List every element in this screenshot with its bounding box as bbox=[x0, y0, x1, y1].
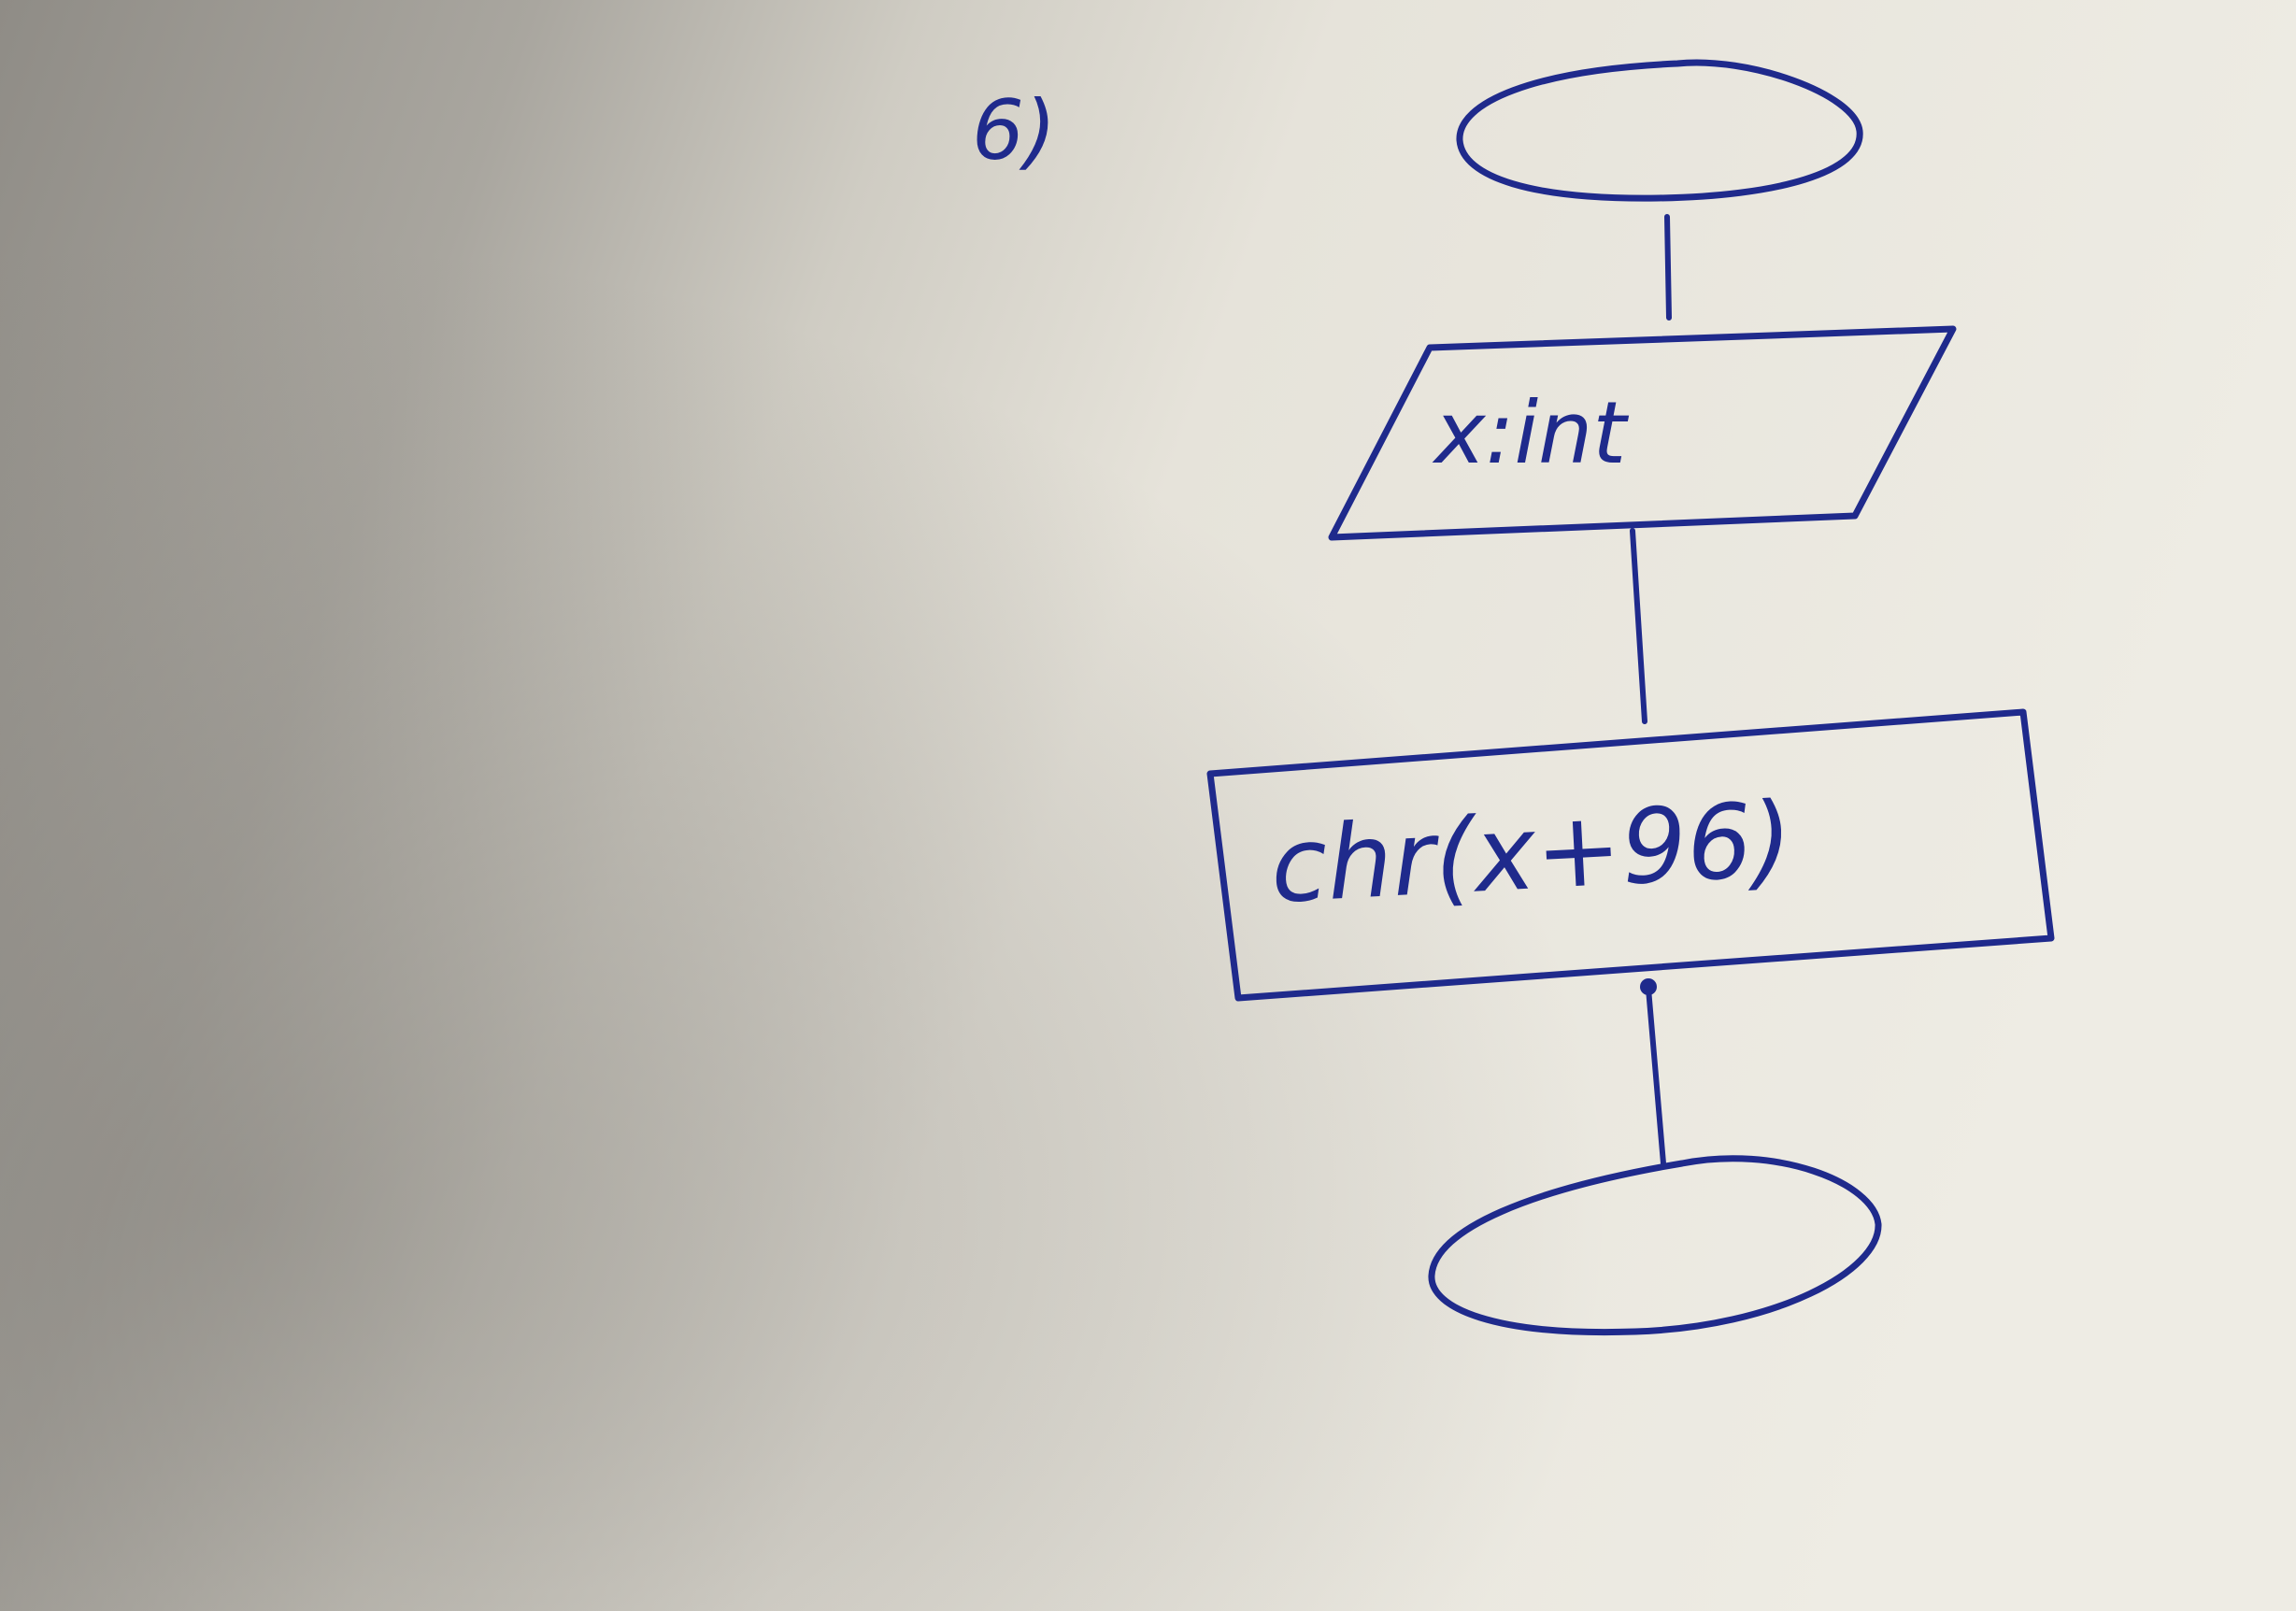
input-box bbox=[1328, 325, 1957, 541]
process-box-label: chr(x+96) bbox=[1268, 779, 1795, 926]
connector-start-to-input bbox=[1664, 214, 1672, 321]
connector-input-to-process bbox=[1630, 528, 1647, 724]
end-terminal bbox=[1428, 1155, 1882, 1336]
process-box bbox=[1206, 708, 2055, 1002]
question-number: 6) bbox=[972, 82, 1056, 178]
input-box-label: x:int bbox=[1432, 383, 1629, 483]
connector-process-to-end bbox=[1646, 986, 1666, 1166]
start-terminal bbox=[1456, 59, 1863, 202]
